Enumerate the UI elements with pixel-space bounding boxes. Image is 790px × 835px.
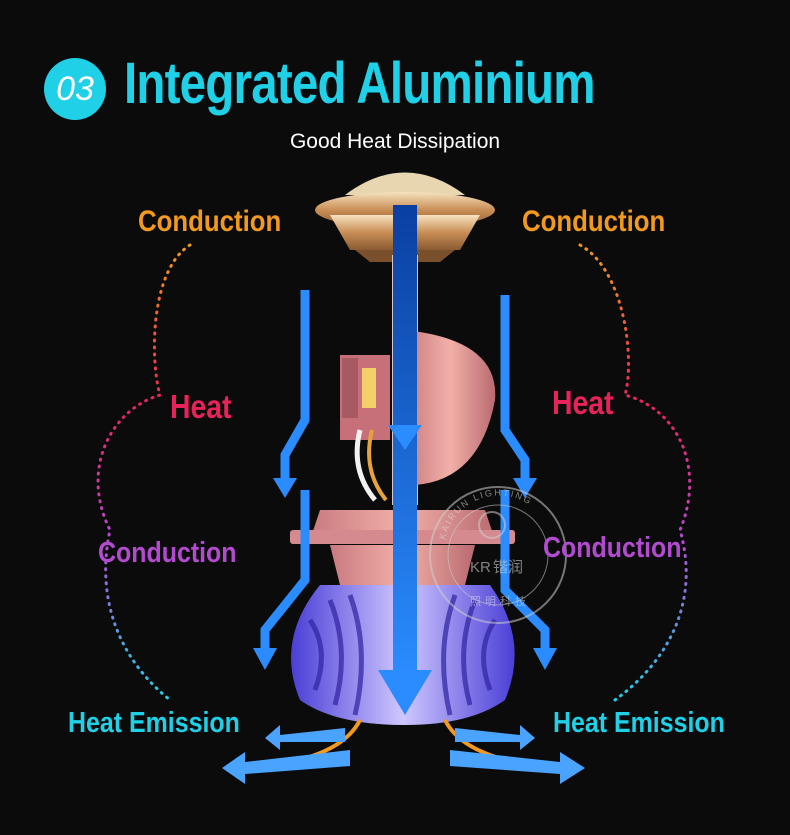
wire-orange — [367, 429, 388, 502]
left-emission-arrows — [222, 719, 362, 784]
left-dotted-curve — [96, 243, 192, 702]
label-heat-right: Heat — [552, 384, 614, 421]
led-board — [340, 355, 390, 440]
right-emission-arrows — [443, 719, 585, 784]
watermark-brand: KR — [470, 559, 491, 576]
section-number-badge: 03 — [44, 58, 106, 120]
label-heat-emission-left: Heat Emission — [68, 707, 240, 739]
left-arrowhead-2 — [253, 648, 277, 670]
watermark-bottom-text: 照明科技 — [470, 594, 530, 608]
label-conduction-mid-right: Conduction — [543, 532, 682, 564]
wire-white — [354, 429, 377, 502]
left-flow-arrows — [260, 290, 310, 650]
right-arrowhead-1 — [513, 478, 537, 498]
right-arrowhead-2 — [533, 648, 557, 670]
watermark-chinese: 锴润 — [493, 558, 523, 576]
right-dotted-curve — [578, 243, 692, 702]
page-title: Integrated Aluminium — [124, 51, 595, 116]
reflector-shield — [405, 330, 496, 485]
label-heat-left: Heat — [170, 388, 232, 425]
page-subtitle: Good Heat Dissipation — [289, 130, 501, 153]
section-number: 03 — [56, 69, 94, 108]
right-flow-arrows — [500, 295, 550, 650]
label-conduction-top-left: Conduction — [138, 205, 282, 238]
left-arrowhead-1 — [273, 478, 297, 498]
center-heat-arrow — [378, 205, 432, 715]
label-conduction-mid-left: Conduction — [98, 537, 237, 569]
label-heat-emission-right: Heat Emission — [553, 707, 725, 739]
label-conduction-top-right: Conduction — [522, 205, 666, 238]
